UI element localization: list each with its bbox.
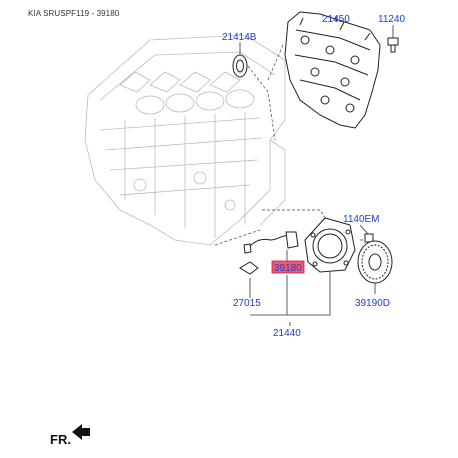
label-39180[interactable]: 39180 (274, 263, 302, 274)
label-21440[interactable]: 21440 (273, 328, 301, 339)
label-1140EM[interactable]: 1140EM (343, 214, 380, 225)
clip-27015 (239, 261, 259, 275)
highlight-box (271, 260, 305, 274)
pin-1140EM (364, 233, 374, 243)
engine-block-outline (84, 34, 286, 246)
bolt-11240 (387, 37, 399, 53)
target-wheel-39190D (357, 240, 393, 284)
label-21414B[interactable]: 21414B (222, 32, 257, 43)
label-27015[interactable]: 27015 (233, 298, 261, 309)
diagram-title: KIA SRUSPF119 - 39180 (28, 9, 120, 18)
part-labels: 21450 11240 21414B 1140EM 39180 27015 39… (222, 14, 406, 339)
leader-lines (239, 16, 394, 326)
label-11240[interactable]: 11240 (378, 14, 406, 25)
label-21450[interactable]: 21450 (322, 14, 350, 25)
crank-sensor-39180 (243, 231, 299, 254)
seal-21414B (232, 54, 248, 78)
front-arrow-icon (72, 424, 90, 440)
front-orientation-label: FR. (50, 432, 71, 447)
seal-case-21440 (304, 217, 356, 273)
ladder-frame-part (284, 11, 381, 129)
label-39190D[interactable]: 39190D (355, 298, 390, 309)
